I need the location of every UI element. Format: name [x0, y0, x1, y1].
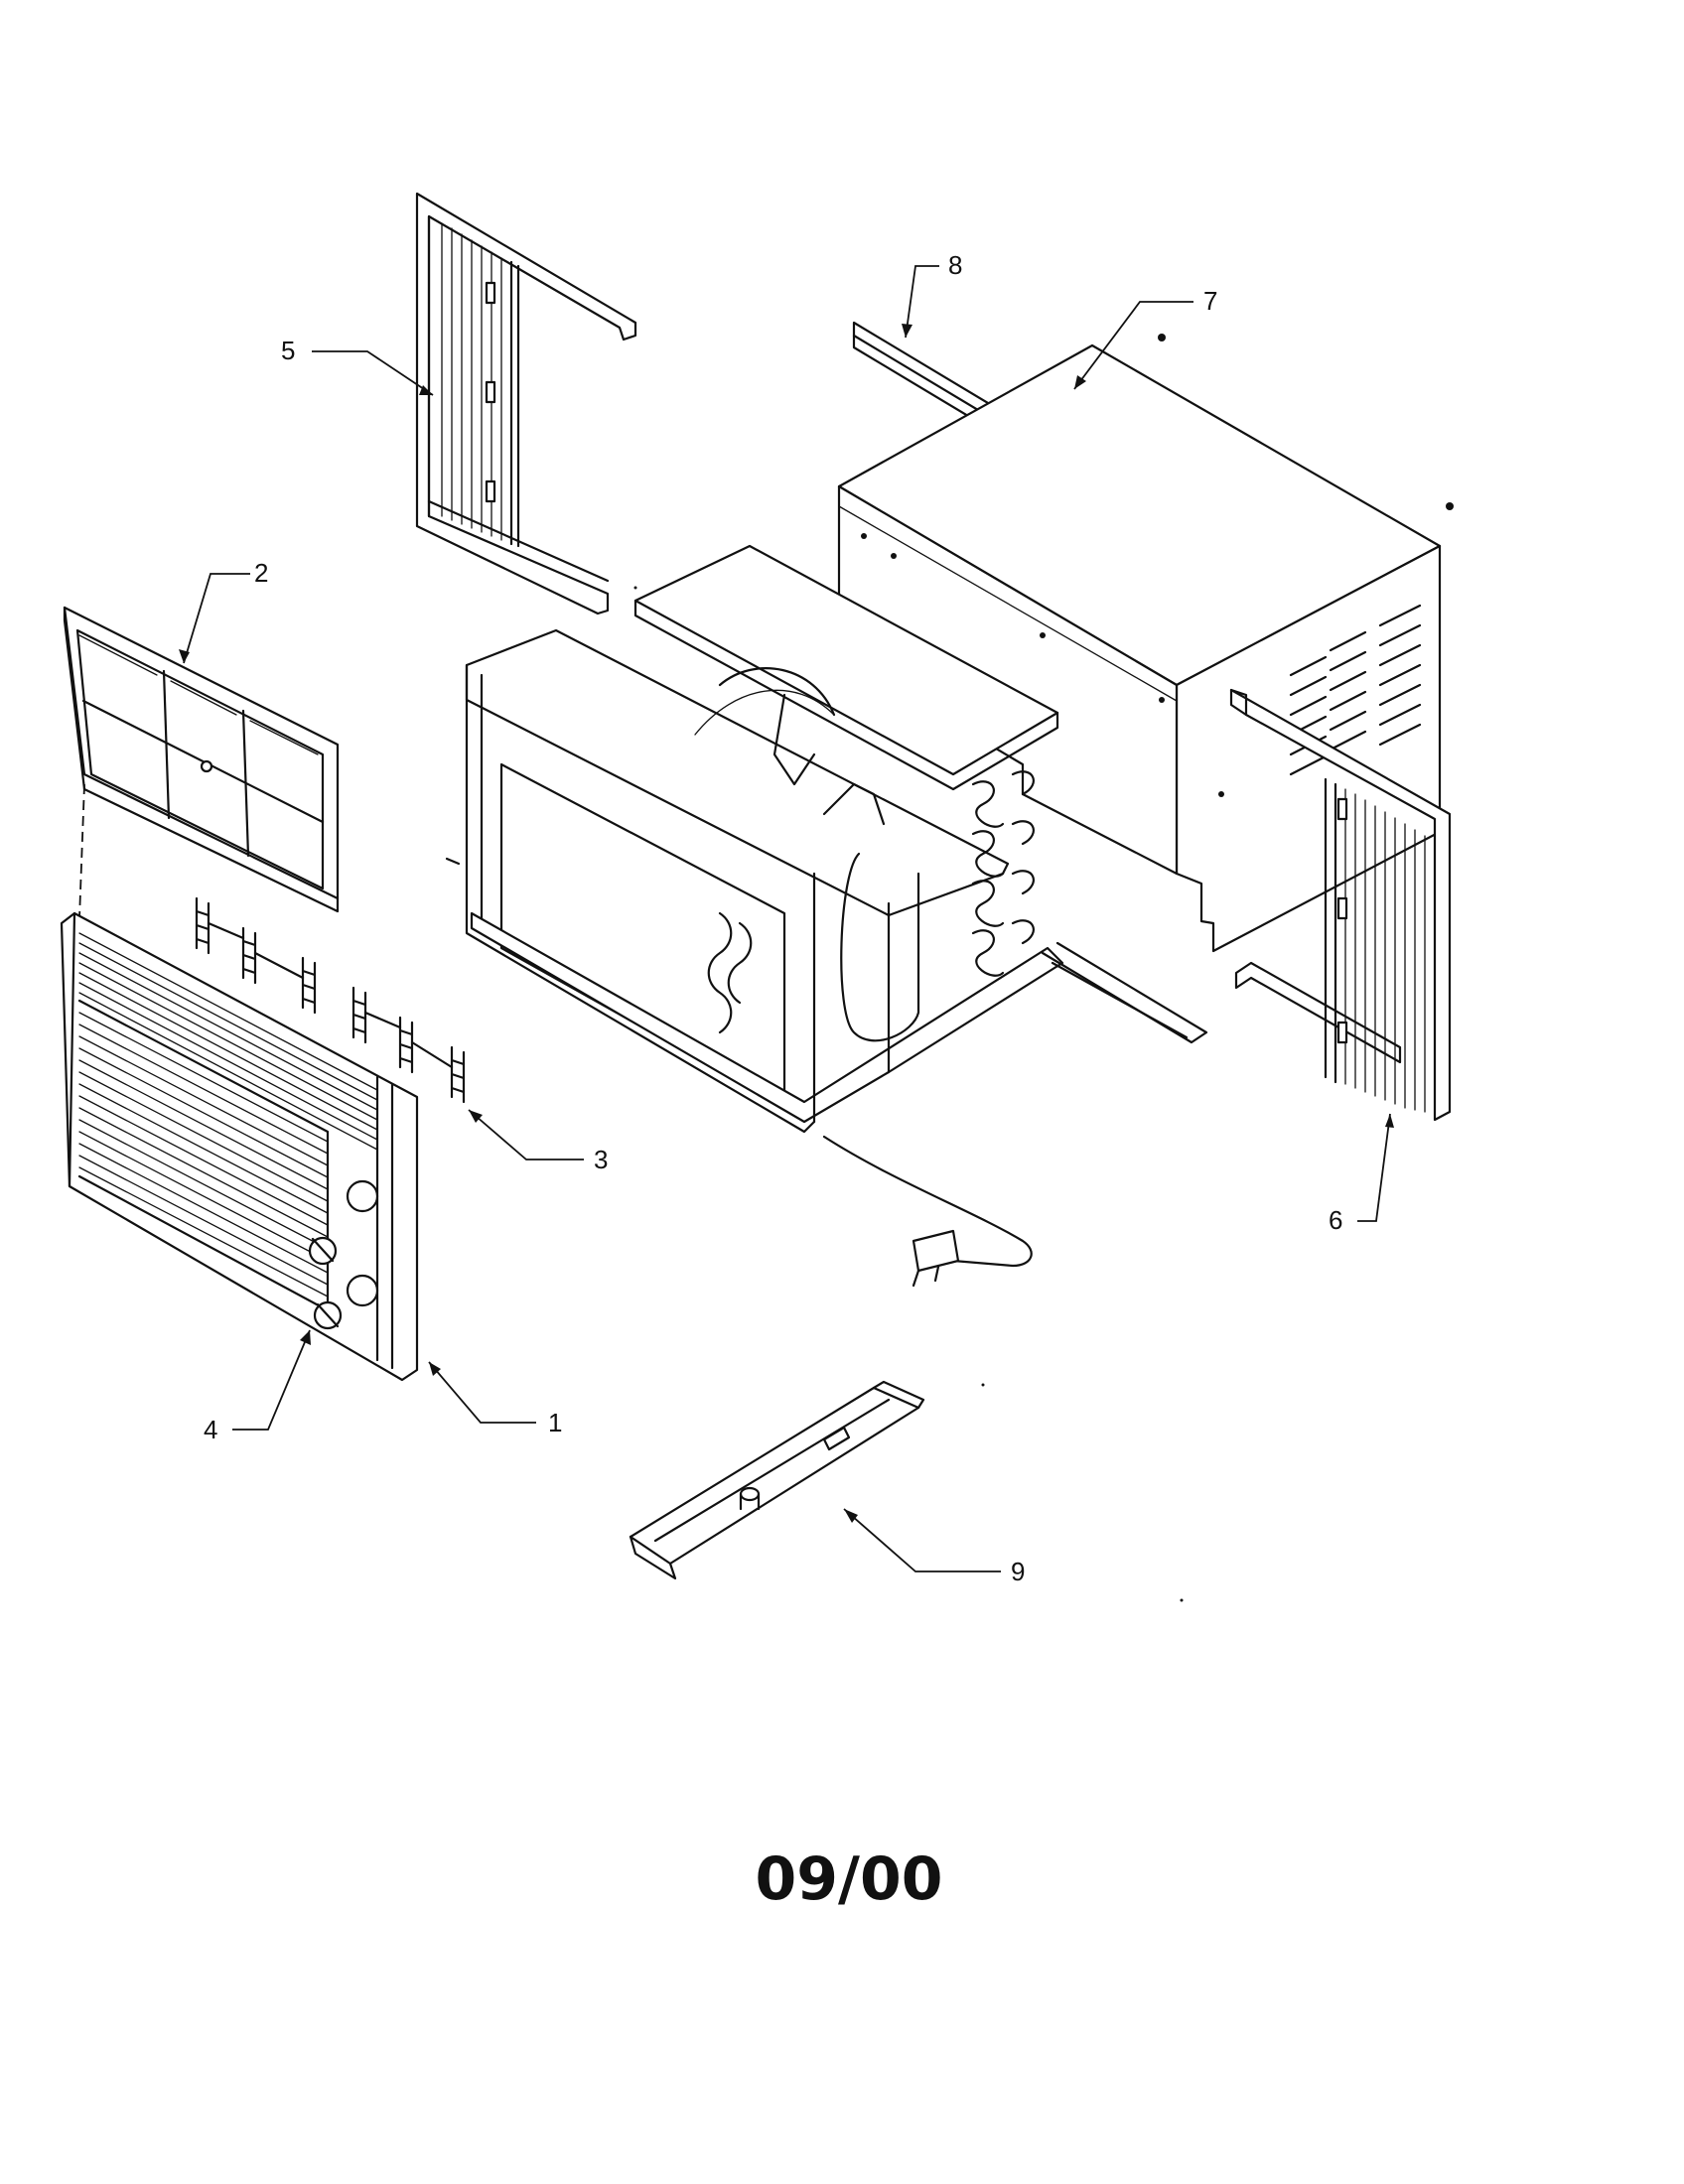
callout-4: 4: [204, 1415, 217, 1444]
louver-clips: [195, 896, 466, 1104]
callout-6: 6: [1329, 1205, 1342, 1235]
side-curtain-panel-lower: [1229, 688, 1452, 1122]
leader-line-1: [428, 1361, 536, 1424]
print-speck: [633, 586, 637, 590]
drain-pan-tray: [629, 1380, 925, 1580]
callout-2: 2: [254, 558, 268, 588]
callout-3: 3: [594, 1145, 608, 1174]
print-speck: [981, 1383, 985, 1387]
revision-date: 09/00: [755, 1844, 943, 1914]
filter-alignment-guide: [78, 783, 85, 919]
leader-arrowheads: [179, 324, 1394, 1523]
callout-5: 5: [281, 336, 295, 365]
leader-line-4: [232, 1329, 311, 1431]
outer-cabinet: [837, 334, 1454, 953]
callout-7: 7: [1203, 286, 1217, 316]
chassis-assembly: [445, 544, 1208, 1288]
callout-1: 1: [548, 1408, 562, 1437]
leader-line-9: [843, 1508, 1001, 1572]
side-curtain-panel-upper: [415, 192, 637, 615]
leader-line-2: [183, 573, 250, 664]
leader-line-7: [1073, 301, 1193, 390]
leader-line-6: [1357, 1113, 1391, 1222]
callout-9: 9: [1011, 1557, 1025, 1586]
print-speck: [1180, 1598, 1184, 1602]
filter-frame: [63, 606, 340, 913]
leader-line-8: [905, 265, 939, 339]
front-grille-panel: [60, 911, 419, 1382]
leader-line-3: [468, 1109, 584, 1160]
leader-line-5: [312, 350, 434, 396]
callout-8: 8: [948, 250, 962, 280]
